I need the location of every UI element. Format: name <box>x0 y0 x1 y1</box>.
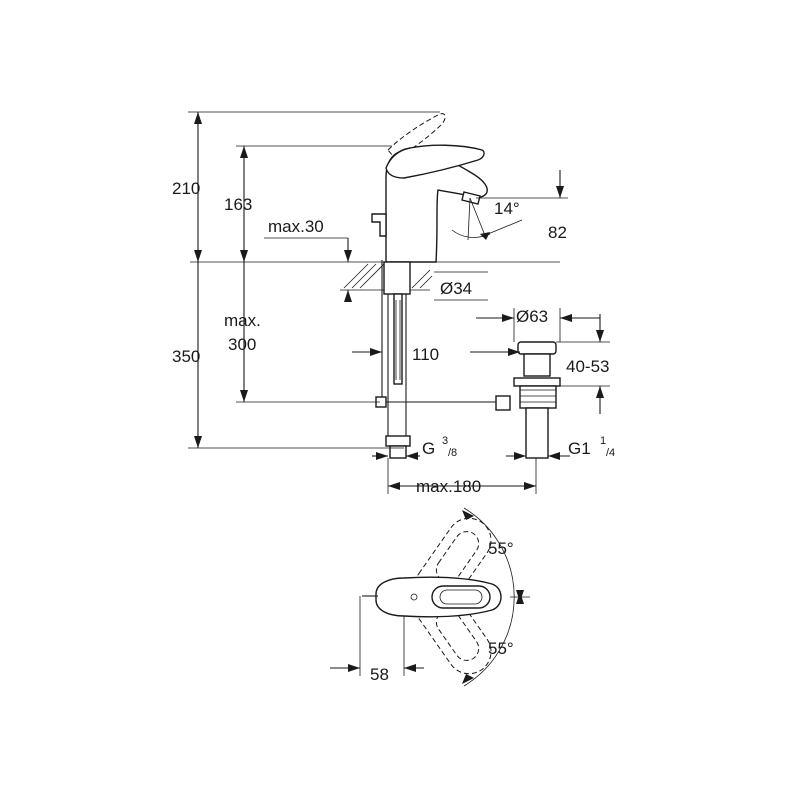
countertop <box>190 261 560 291</box>
label-300: 300 <box>228 335 256 354</box>
top-lever-grip <box>431 585 491 609</box>
label-55deg-bottom: 55° <box>488 639 514 658</box>
threaded-stud <box>393 293 403 385</box>
label-dia63: Ø63 <box>516 307 548 326</box>
lever-handle <box>385 144 485 179</box>
mounting-shank <box>383 261 411 295</box>
dimension-labels: 210 163 max.30 14° 82 Ø34 Ø63 max. 300 3… <box>172 179 615 684</box>
label-max: max. <box>224 311 261 330</box>
label-g1-sub: /4 <box>606 447 615 459</box>
label-40-53: 40-53 <box>566 357 609 376</box>
label-55deg-top: 55° <box>488 539 514 558</box>
label-82: 82 <box>548 223 567 242</box>
label-210: 210 <box>172 179 200 198</box>
label-g1-sup: 1 <box>600 435 606 447</box>
label-max30: max.30 <box>268 217 324 236</box>
waste-flange <box>517 341 557 355</box>
faucet-top-view <box>330 507 530 687</box>
hose-fitting <box>385 435 411 447</box>
popup-knob <box>371 213 387 237</box>
label-14deg: 14° <box>494 199 520 218</box>
label-g-sup: 3 <box>442 435 448 447</box>
label-350: 350 <box>172 347 200 366</box>
under-deck-assembly <box>375 260 511 459</box>
label-g-sub: /8 <box>448 447 457 459</box>
label-g-thread: G <box>422 439 435 458</box>
spout-aerator <box>461 191 481 205</box>
label-163: 163 <box>224 195 252 214</box>
label-max180: max.180 <box>416 477 481 496</box>
faucet-side-view <box>371 113 488 263</box>
label-110: 110 <box>412 345 439 364</box>
label-58: 58 <box>370 665 389 684</box>
dimension-lines <box>188 111 610 494</box>
label-dia34: Ø34 <box>440 279 472 298</box>
waste-fitting <box>513 341 561 459</box>
label-g1-thread: G1 <box>568 439 591 458</box>
